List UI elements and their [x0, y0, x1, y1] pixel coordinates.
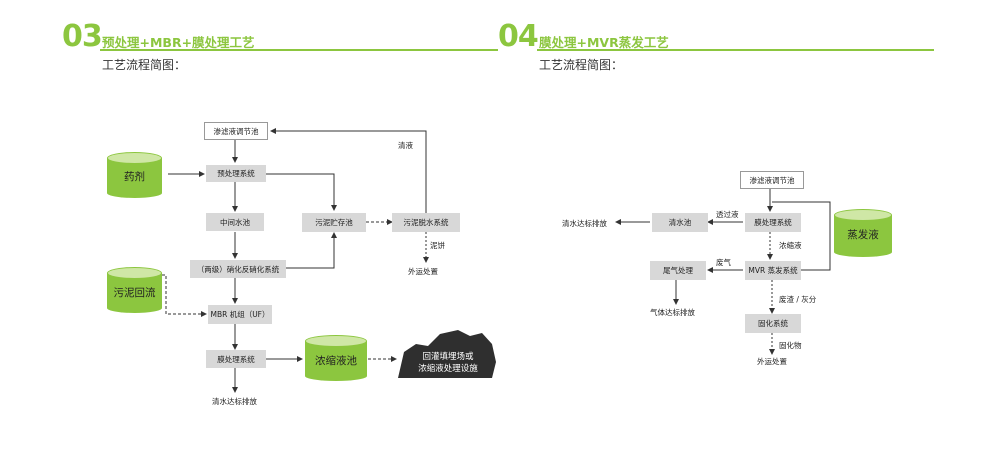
subtitle-03: 工艺流程简图：: [102, 58, 187, 72]
tail-gas-box: 尾气处理: [650, 261, 706, 280]
header-rule-03: [100, 49, 498, 51]
concentrate-pool-cylinder: 浓缩液池: [305, 335, 367, 381]
outside-disposal-label-04: 外运处置: [757, 357, 787, 366]
concentrate-pool-label: 浓缩液池: [315, 355, 357, 367]
agent-cylinder: 药剂: [107, 152, 162, 198]
sludge-dewater-box: 污泥脱水系统: [392, 213, 460, 232]
evaporation-label: 蒸发液: [847, 229, 879, 241]
clear-liquid-label: 清液: [398, 141, 413, 150]
section-number-04: 04: [498, 19, 539, 54]
landfill-text-line1: 回灌填埋场或: [422, 352, 474, 362]
clear-water-pool-box: 清水池: [652, 213, 708, 232]
sludge-cake-label: 泥饼: [430, 241, 445, 250]
subtitle-04: 工艺流程简图：: [539, 58, 624, 72]
section-title-03: 预处理+MBR+膜处理工艺: [102, 35, 255, 50]
nitrification-box: （两级）硝化反硝化系统: [190, 260, 286, 278]
header-rule-04: [537, 49, 934, 51]
outside-disposal-label-03: 外运处置: [408, 267, 438, 276]
membrane-box-03: 膜处理系统: [206, 350, 266, 368]
mvr-box: MVR 蒸发系统: [745, 261, 801, 280]
landfill-text-line2: 浓缩液处理设施: [418, 364, 478, 374]
sludge-return-label: 污泥回流: [113, 287, 156, 299]
gas-discharge-label: 气体达标排放: [650, 308, 695, 317]
evaporation-cylinder: 蒸发液: [834, 209, 892, 257]
landfill-rock-shape: [398, 330, 496, 378]
leachate-tank-box-04: 渗滤液调节池: [740, 171, 804, 189]
landfill-text: 回灌填埋场或 浓缩液处理设施: [408, 351, 488, 375]
permeate-label: 透过液: [716, 210, 739, 219]
concentrate-label: 浓缩液: [779, 241, 802, 250]
waste-gas-label: 废气: [716, 258, 731, 267]
discharge-label-04: 清水达标排放: [562, 219, 607, 228]
membrane-box-04: 膜处理系统: [745, 213, 801, 232]
sludge-return-cylinder: 污泥回流: [107, 267, 162, 313]
mbr-box: MBR 机组（UF）: [208, 305, 272, 324]
leachate-tank-box-03: 渗滤液调节池: [204, 122, 268, 140]
section-number-03: 03: [62, 19, 103, 54]
intermediate-pool-box: 中间水池: [206, 213, 264, 231]
section-title-04: 膜处理+MVR蒸发工艺: [539, 35, 669, 50]
pretreatment-box: 预处理系统: [206, 165, 266, 182]
discharge-label-03: 清水达标排放: [212, 397, 257, 406]
sludge-storage-box: 污泥贮存池: [302, 213, 366, 232]
residue-label: 废渣 / 灰分: [779, 295, 817, 304]
solidify-box: 固化系统: [745, 314, 801, 333]
agent-label: 药剂: [124, 171, 145, 183]
solidified-label: 固化物: [779, 341, 802, 350]
